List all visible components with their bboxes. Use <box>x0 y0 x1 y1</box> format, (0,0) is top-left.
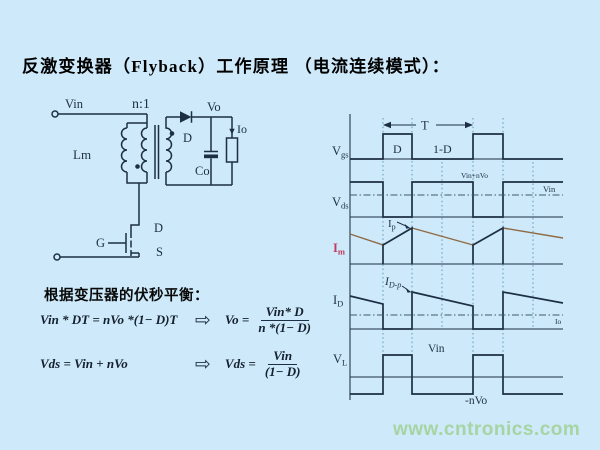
source-label: S <box>156 245 163 259</box>
polarity-dot-primary <box>135 164 140 169</box>
vl-row-label: VL <box>333 352 347 368</box>
equation-1-numerator: Vin* D <box>260 304 309 321</box>
transformer-core <box>154 125 160 179</box>
equation-1-lhs: Vin * DT = nVo *(1− D)T <box>40 312 178 328</box>
equation-1-result: Vo = <box>224 312 250 328</box>
duty-on-label: D <box>393 142 402 156</box>
watermark-url: www.cntronics.com <box>393 419 581 440</box>
equation-2-numerator: Vin <box>268 348 298 365</box>
mosfet-symbol <box>108 231 140 257</box>
lm-winding <box>120 127 147 184</box>
ip-label: Ip <box>388 218 396 232</box>
flyback-circuit-diagram: Vin n:1 Vo Io Lm D Co G D S <box>51 97 247 261</box>
idp-label: ID-p <box>384 276 401 290</box>
equation-1-denominator: n *(1− D) <box>258 319 311 335</box>
period-label: T <box>421 119 429 133</box>
ground-terminal <box>53 253 61 261</box>
vo-label: Vo <box>207 100 221 114</box>
load-resistor <box>225 137 239 163</box>
slide-title: 反激变换器（Flyback）工作原理 （电流连续模式）： <box>22 57 450 76</box>
lm-label: Lm <box>73 147 91 162</box>
polarity-dot-secondary <box>169 131 175 136</box>
duty-off-label: 1-D <box>433 142 452 156</box>
equation-1-fraction: Vin* D n *(1− D) <box>256 304 313 336</box>
vl-high-label: Vin <box>428 343 445 355</box>
input-terminal <box>51 110 59 118</box>
equation-2-denominator: (1− D) <box>264 363 301 379</box>
row-baselines <box>350 158 563 378</box>
turns-ratio-label: n:1 <box>132 97 150 112</box>
cap-label: Co <box>195 164 210 178</box>
implies-arrow-icon: ⇨ <box>195 352 211 375</box>
vl-waveform <box>350 354 563 395</box>
primary-winding <box>140 127 148 183</box>
equation-2: Vds = Vin + nVo ⇨ Vds = Vin (1− D) <box>40 348 303 380</box>
diode-label: D <box>183 131 192 145</box>
im-waveform-fall <box>349 227 564 246</box>
vin-label: Vin <box>65 97 84 111</box>
vl-low-label: -nVo <box>465 395 487 407</box>
io-label: Io <box>237 122 247 136</box>
equation-1: Vin * DT = nVo *(1− D)T ⇨ Vo = Vin* D n … <box>40 304 313 336</box>
vds-row-label: Vds <box>332 195 349 211</box>
im-waveform-rise <box>382 226 504 264</box>
equation-2-fraction: Vin (1− D) <box>263 348 303 380</box>
equation-2-lhs: Vds = Vin + nVo <box>40 356 128 372</box>
io-arrow-icon <box>229 128 235 135</box>
vin-ref-label: Vin <box>543 184 556 194</box>
implies-arrow-icon: ⇨ <box>195 308 211 331</box>
idp-arrow <box>401 285 412 293</box>
ip-arrow <box>396 221 411 229</box>
id-row-label: ID <box>333 293 343 309</box>
id-waveform <box>349 290 564 330</box>
drain-wire <box>130 183 140 231</box>
im-row-label: Im <box>333 241 345 257</box>
vgs-row-label: Vgs <box>332 144 349 160</box>
io-ref-label: Io <box>555 317 561 326</box>
volt-second-heading: 根据变压器的伏秒平衡： <box>44 288 209 304</box>
vds-high-label: Vin+nVo <box>461 171 488 180</box>
output-capacitor <box>204 117 218 185</box>
gate-label: G <box>96 236 105 250</box>
diode-symbol <box>180 111 192 123</box>
input-wire <box>58 113 148 128</box>
period-arrow <box>383 121 473 129</box>
drain-label: D <box>154 221 163 235</box>
secondary-winding <box>165 117 173 185</box>
output-rail <box>166 111 232 123</box>
capacitor-plate <box>204 154 218 159</box>
waveform-plot: T D 1-D Vgs Vin+nVo Vin Vds Ip Im Io ID-… <box>332 114 564 407</box>
vds-waveform <box>350 181 563 218</box>
vgs-waveform <box>350 133 563 160</box>
equation-2-result: Vds = <box>224 356 256 372</box>
